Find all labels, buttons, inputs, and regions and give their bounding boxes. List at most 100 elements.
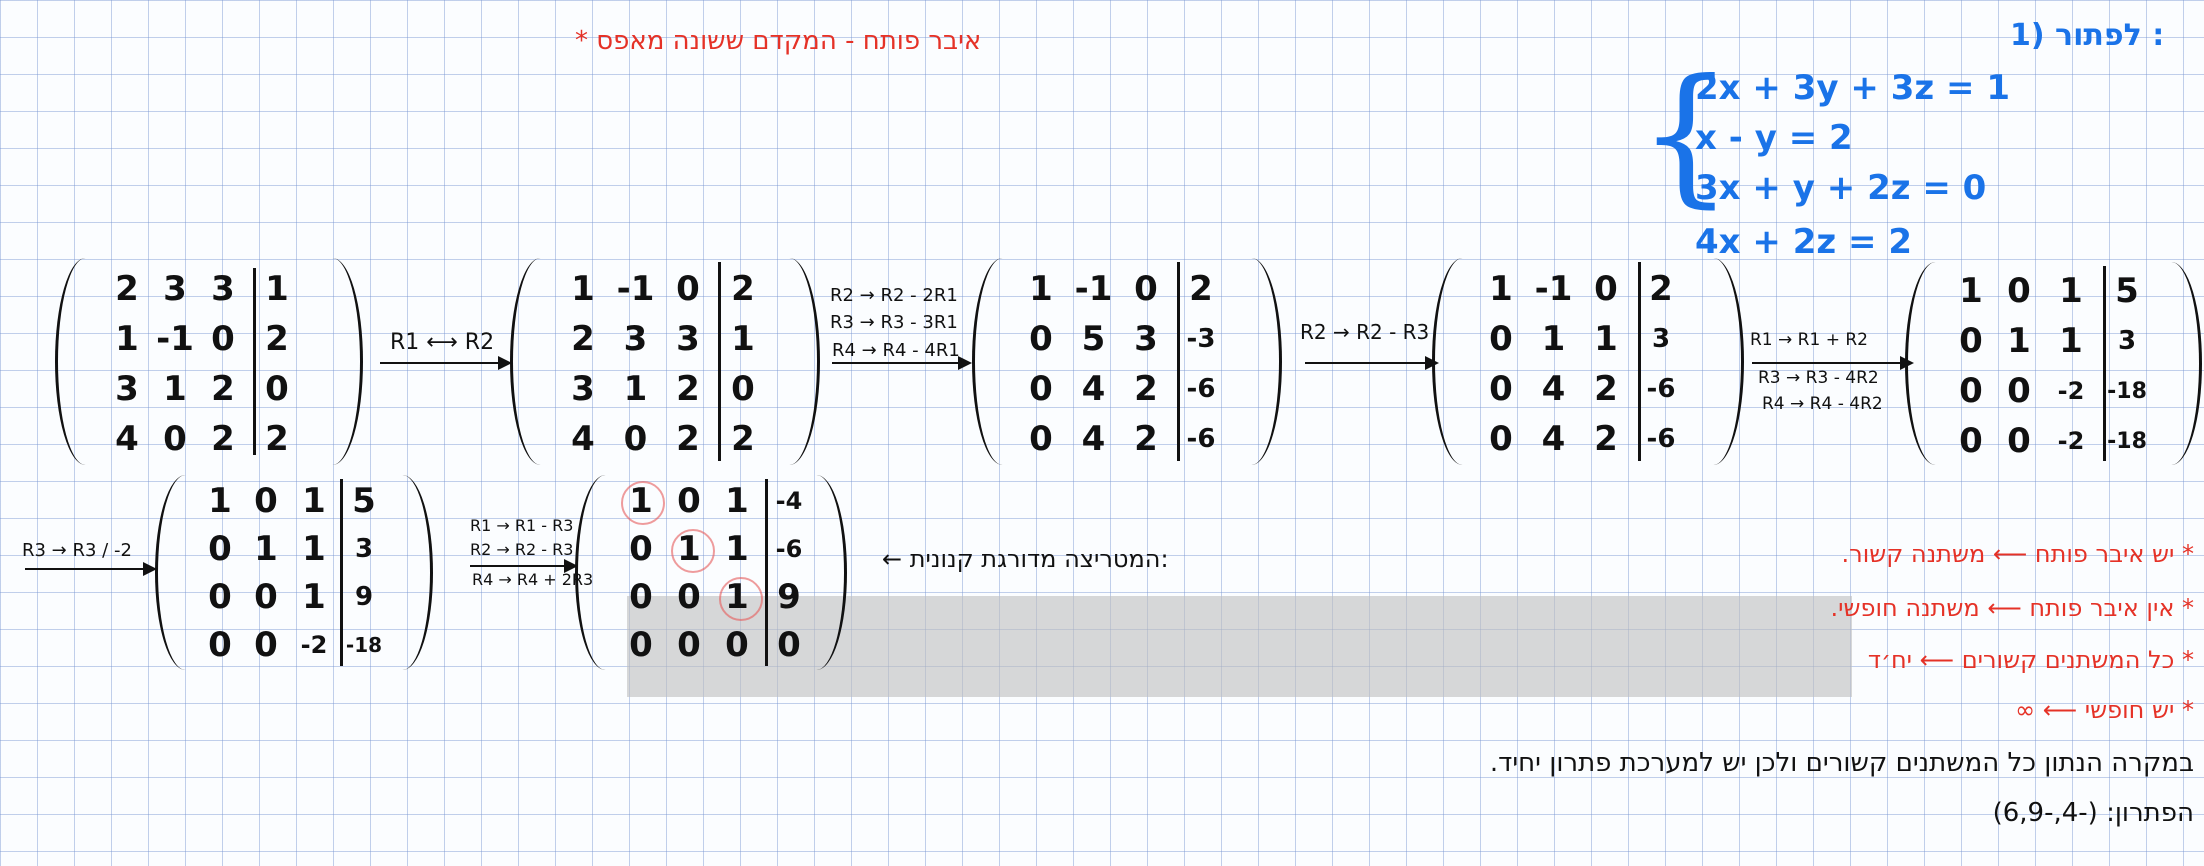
cell: 0 [677, 577, 701, 617]
arrow-5-line [25, 568, 145, 570]
cell: 0 [731, 369, 755, 409]
cell: 2 [1134, 369, 1158, 409]
augment-bar [718, 262, 721, 461]
cell: 1 [302, 529, 326, 569]
rule-4: * יש חופשי ⟵ ∞ [2015, 696, 2194, 724]
cell: 2 [1189, 269, 1213, 309]
cell: 2 [571, 319, 595, 359]
arrow-2-head [958, 356, 972, 370]
cell: 0 [2007, 421, 2031, 461]
cell: 9 [777, 577, 801, 617]
op-r4: R4 → R4 - 4R1 [832, 340, 960, 361]
cell: 0 [1029, 419, 1053, 459]
problem-label: 1) לפתור : [2010, 18, 2165, 53]
cell: 0 [629, 625, 653, 665]
rule-3: * כל המשתנים קשורים ⟵ יח׳ד [1867, 646, 2194, 674]
cell: 2 [1134, 419, 1158, 459]
op-r2: R2 → R2 - 2R1 [830, 285, 958, 306]
cell: 0 [1029, 319, 1053, 359]
cell: 0 [1489, 419, 1513, 459]
cell: 1 [725, 577, 749, 617]
cell: -3 [1186, 324, 1216, 354]
arrow-2-line [832, 362, 960, 364]
cell: 0 [623, 419, 648, 459]
cell: 2 [676, 369, 700, 409]
cell: 5 [2115, 271, 2139, 311]
cell: 0 [2007, 371, 2031, 411]
cell: 5 [352, 481, 376, 521]
cell: 0 [1029, 369, 1053, 409]
cell: 0 [677, 481, 701, 521]
cell: 1 [1029, 269, 1053, 309]
cell: -6 [1646, 374, 1676, 404]
solution: הפתרון: (-4,-6,9) [1992, 798, 2194, 828]
cell: 3 [211, 269, 235, 309]
left-paren [155, 475, 206, 670]
cell: 1 [2007, 321, 2031, 361]
arrow-4-line [1752, 362, 1902, 364]
arrow-6-line [470, 565, 566, 567]
cell: -1 [1074, 269, 1113, 309]
cell: 2 [1594, 369, 1618, 409]
cell: 1 [254, 529, 278, 569]
conclusion: במקרה הנתון כל המשתנים קשורים ולכן יש למ… [1489, 748, 2194, 778]
right-paren [382, 475, 433, 670]
cell: -2 [2057, 377, 2085, 405]
cell: -6 [1646, 424, 1676, 454]
cell: 9 [354, 582, 374, 612]
cell: 3 [354, 534, 374, 564]
equation-2: x - y = 2 [1695, 118, 1853, 158]
cell: -4 [775, 487, 803, 515]
cell: 1 [208, 481, 232, 521]
cell: 4 [1081, 419, 1106, 459]
cell: 1 [115, 319, 139, 359]
left-paren [55, 258, 106, 465]
cell: 1 [629, 481, 653, 521]
cell: -1 [156, 319, 194, 359]
cell: 2 [1594, 419, 1618, 459]
rule-2: * אין איבר פותח ⟵ משתנה חופשי. [1830, 594, 2194, 622]
cell: 1 [731, 319, 755, 359]
cell: 1 [1594, 319, 1618, 359]
cell: -18 [345, 633, 383, 657]
cell: 0 [1594, 269, 1618, 309]
cell: 1 [677, 529, 701, 569]
cell: 2 [1649, 269, 1673, 309]
arrow-1-head [498, 356, 512, 370]
right-paren [769, 258, 820, 465]
cell: 2 [731, 269, 755, 309]
right-paren [796, 475, 847, 670]
cell: -18 [2107, 428, 2147, 454]
cell: 2 [265, 419, 289, 459]
op-swap: R1 ⟷ R2 [390, 330, 495, 355]
cell: 2 [211, 369, 235, 409]
cell: 0 [208, 625, 232, 665]
cell: 4 [1541, 419, 1566, 459]
augment-bar [1177, 262, 1180, 461]
cell: -2 [300, 631, 328, 659]
op-r3: R3 → R3 - 3R1 [830, 312, 958, 333]
cell: 0 [2007, 271, 2031, 311]
cell: 0 [1489, 319, 1513, 359]
right-paren [2151, 262, 2202, 465]
cell: 0 [163, 419, 187, 459]
cell: 1 [2059, 271, 2083, 311]
cell: 0 [211, 319, 235, 359]
cell: 1 [725, 481, 749, 521]
cell: 0 [629, 529, 653, 569]
left-paren [972, 258, 1023, 465]
right-paren [312, 258, 363, 465]
cell: 1 [1959, 271, 1983, 311]
cell: 2 [115, 269, 139, 309]
cell: 3 [571, 369, 595, 409]
cell: -1 [616, 269, 655, 309]
cell: 4 [1081, 369, 1106, 409]
top-note: * איבר פותח - המקדם ששונה מאפס [575, 26, 982, 56]
